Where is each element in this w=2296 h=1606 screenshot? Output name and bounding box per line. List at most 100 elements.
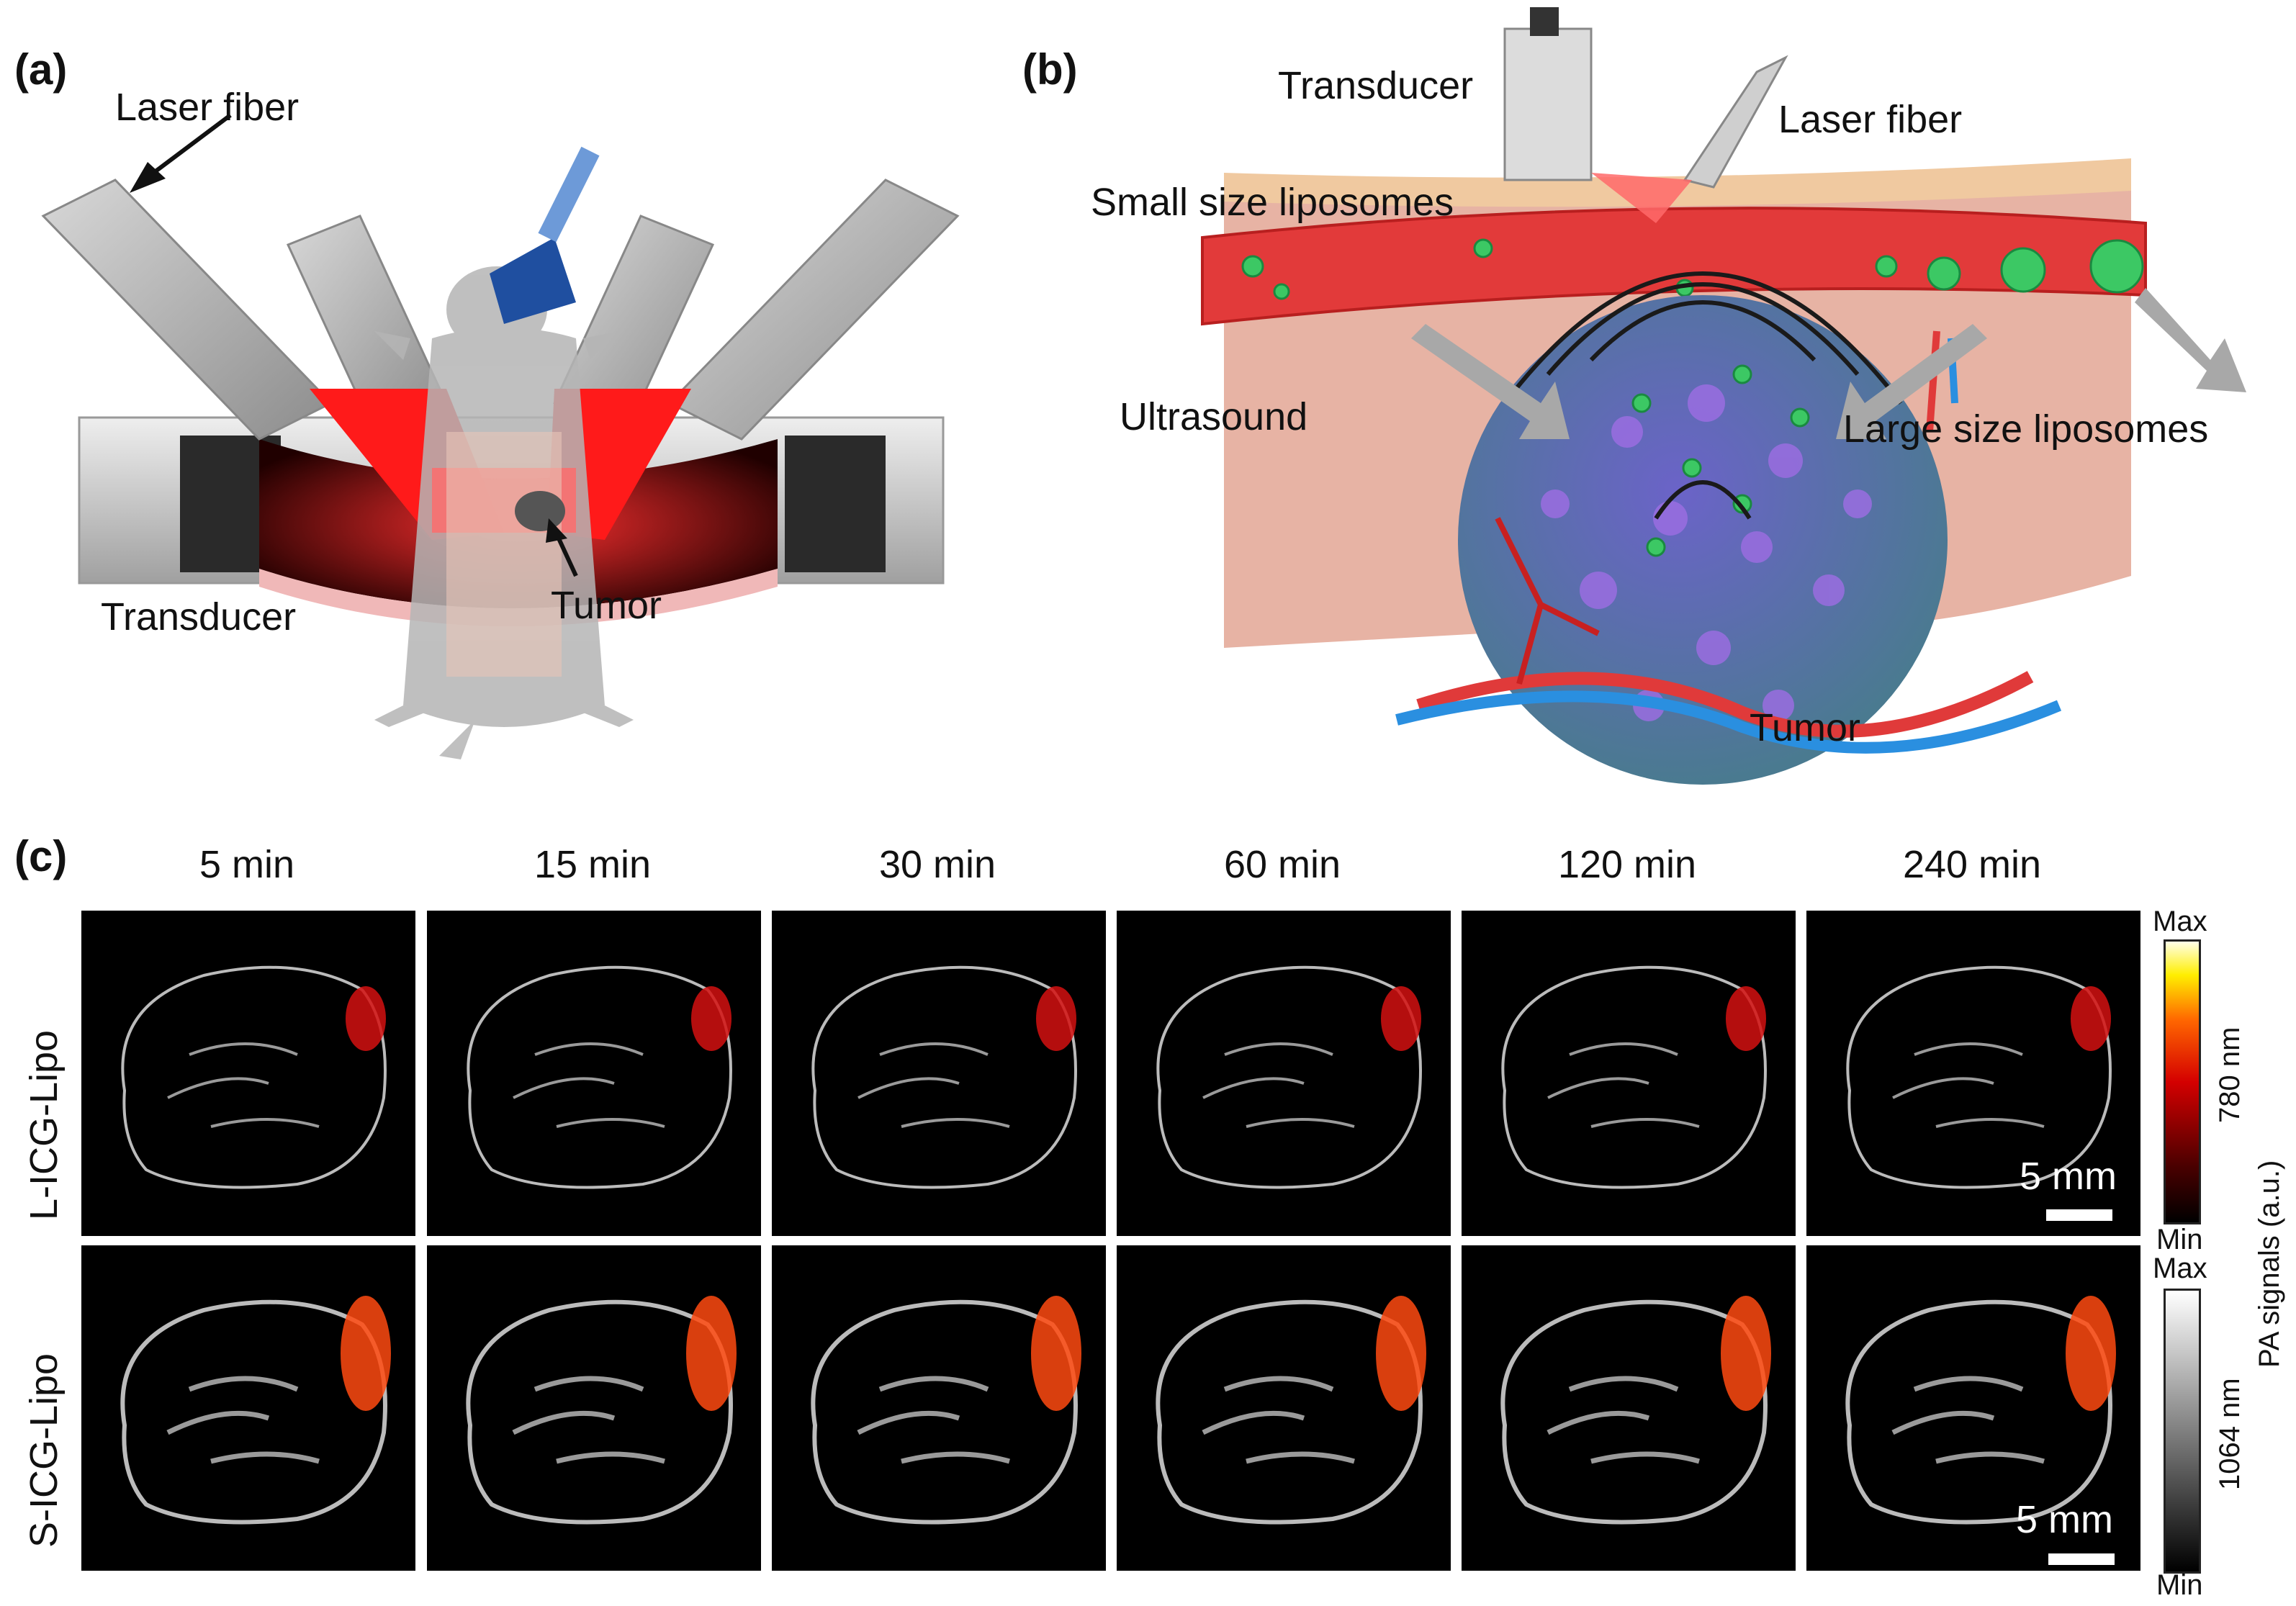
scale-bar-row1 [2046, 1209, 2112, 1221]
internal-structures [167, 1042, 320, 1128]
time-label: 5 min [199, 843, 295, 886]
tumor-sphere [1458, 295, 1948, 785]
pa-image-frame [1117, 1245, 1451, 1571]
pa-image-frame [1806, 911, 2140, 1236]
vein [1395, 690, 2062, 754]
body-outline [467, 965, 732, 1189]
internal-structures [857, 1376, 1010, 1464]
pa-image-frame [427, 1245, 761, 1571]
body-outline [811, 965, 1077, 1189]
pa-image [1845, 1296, 2116, 1525]
pa-image-frame [1117, 911, 1451, 1236]
colorbar-gray-min: Min [2156, 1569, 2203, 1601]
tumor-label-a: Tumor [551, 584, 662, 627]
time-label: 15 min [534, 843, 652, 886]
pa-image-frame [772, 911, 1106, 1236]
panel-a-illustration [41, 113, 960, 759]
internal-structures [1202, 1042, 1355, 1128]
panel-b-illustration [1201, 7, 2246, 785]
large-liposomes-label: Large size liposomes [1843, 407, 2209, 451]
tumor-signal [341, 1296, 391, 1411]
body-outline [1845, 1299, 2112, 1525]
colorbar-780nm-label: 780 nm [2214, 1027, 2246, 1123]
colorbar-780nm [2164, 939, 2201, 1224]
colorbar-1064nm [2164, 1289, 2201, 1574]
panel-c-label: (c) [14, 832, 68, 880]
time-label: 60 min [1223, 843, 1341, 886]
body-outline [1156, 965, 1422, 1189]
tumor-signal [1721, 1296, 1771, 1411]
internal-structures [513, 1042, 665, 1128]
pa-image [1846, 965, 2112, 1189]
tumor-signal [346, 986, 386, 1051]
body-outline [1500, 1299, 1768, 1525]
body-outline [1846, 965, 2112, 1189]
pa-image-frame [1462, 1245, 1796, 1571]
pa-image-frame [772, 1245, 1106, 1571]
pa-image-frame [81, 1245, 415, 1571]
body-outline [1501, 965, 1767, 1189]
tumor-signal [1031, 1296, 1081, 1411]
pa-image [1500, 1296, 1771, 1525]
transducer-label-a: Transducer [101, 595, 297, 639]
body-outline [466, 1299, 733, 1525]
internal-structures [1547, 1042, 1700, 1128]
time-label: 120 min [1557, 843, 1697, 886]
time-label: 30 min [878, 843, 996, 886]
internal-structures [1891, 1376, 2045, 1464]
tumor-signal [1381, 986, 1421, 1051]
pa-image-frame [81, 911, 415, 1236]
pa-signals-label: PA signals (a.u.) [2254, 1160, 2285, 1368]
panel-b: (b) Transducer Laser fiber Small size li… [1022, 0, 2296, 799]
panel-a: (a) Laser fiber Transducer Tumor [0, 0, 994, 792]
ultrasound-waves [1503, 271, 1903, 520]
body-outline [1156, 1299, 1423, 1525]
transducer-label-b: Transducer [1278, 64, 1474, 107]
anesthesia-nosecone [490, 238, 576, 324]
tumor-signal [1376, 1296, 1426, 1411]
laser-fiber-label-a: Laser fiber [115, 86, 300, 129]
pa-image [811, 1296, 1081, 1525]
pa-image [467, 965, 732, 1189]
tumor-signal [686, 1296, 737, 1411]
time-label: 240 min [1902, 843, 2042, 886]
scale-bar-label-row2: 5 mm [2016, 1498, 2113, 1541]
scale-bar-label-row1: 5 mm [2020, 1155, 2117, 1198]
internal-structures [1547, 1376, 1700, 1464]
small-liposomes-label: Small size liposomes [1091, 181, 1454, 224]
tumor-label-b: Tumor [1750, 706, 1861, 749]
liposomes [1241, 238, 2144, 300]
laser-fiber-label-b: Laser fiber [1778, 98, 1963, 141]
body-outline [121, 965, 387, 1189]
internal-structures [857, 1042, 1010, 1128]
tumor-blob [515, 491, 565, 531]
colorbar-1064nm-label: 1064 nm [2214, 1378, 2246, 1490]
row-label-l-icg: L-ICG-Lipo [22, 1029, 66, 1220]
panel-b-label: (b) [1022, 45, 1078, 94]
pa-image-frame [1806, 1245, 2140, 1571]
pa-image-frame [427, 911, 761, 1236]
pa-image [811, 965, 1077, 1189]
laser-fiber-device [1683, 55, 1788, 189]
pa-image [120, 1296, 391, 1525]
tumor-signal [2066, 1296, 2116, 1411]
colorbar-red-max: Max [2153, 906, 2207, 937]
body-outline [811, 1299, 1078, 1525]
pa-image [466, 1296, 737, 1525]
pa-image [1156, 1296, 1426, 1525]
ultrasound-label: Ultrasound [1120, 395, 1308, 438]
tumor-signal [2071, 986, 2111, 1051]
internal-structures [166, 1376, 320, 1464]
tumor-signal [1036, 986, 1076, 1051]
transducer-device [1503, 27, 1593, 181]
internal-structures [1892, 1042, 2045, 1128]
pa-image [121, 965, 387, 1189]
body-outline [120, 1299, 387, 1525]
pa-image [1156, 965, 1422, 1189]
tumor-signal [691, 986, 731, 1051]
colorbar-gray-max: Max [2153, 1253, 2207, 1284]
pa-image-frame [1462, 911, 1796, 1236]
row-label-s-icg: S-ICG-Lipo [22, 1353, 66, 1548]
internal-structures [512, 1376, 665, 1464]
scale-bar-row2 [2048, 1553, 2115, 1565]
